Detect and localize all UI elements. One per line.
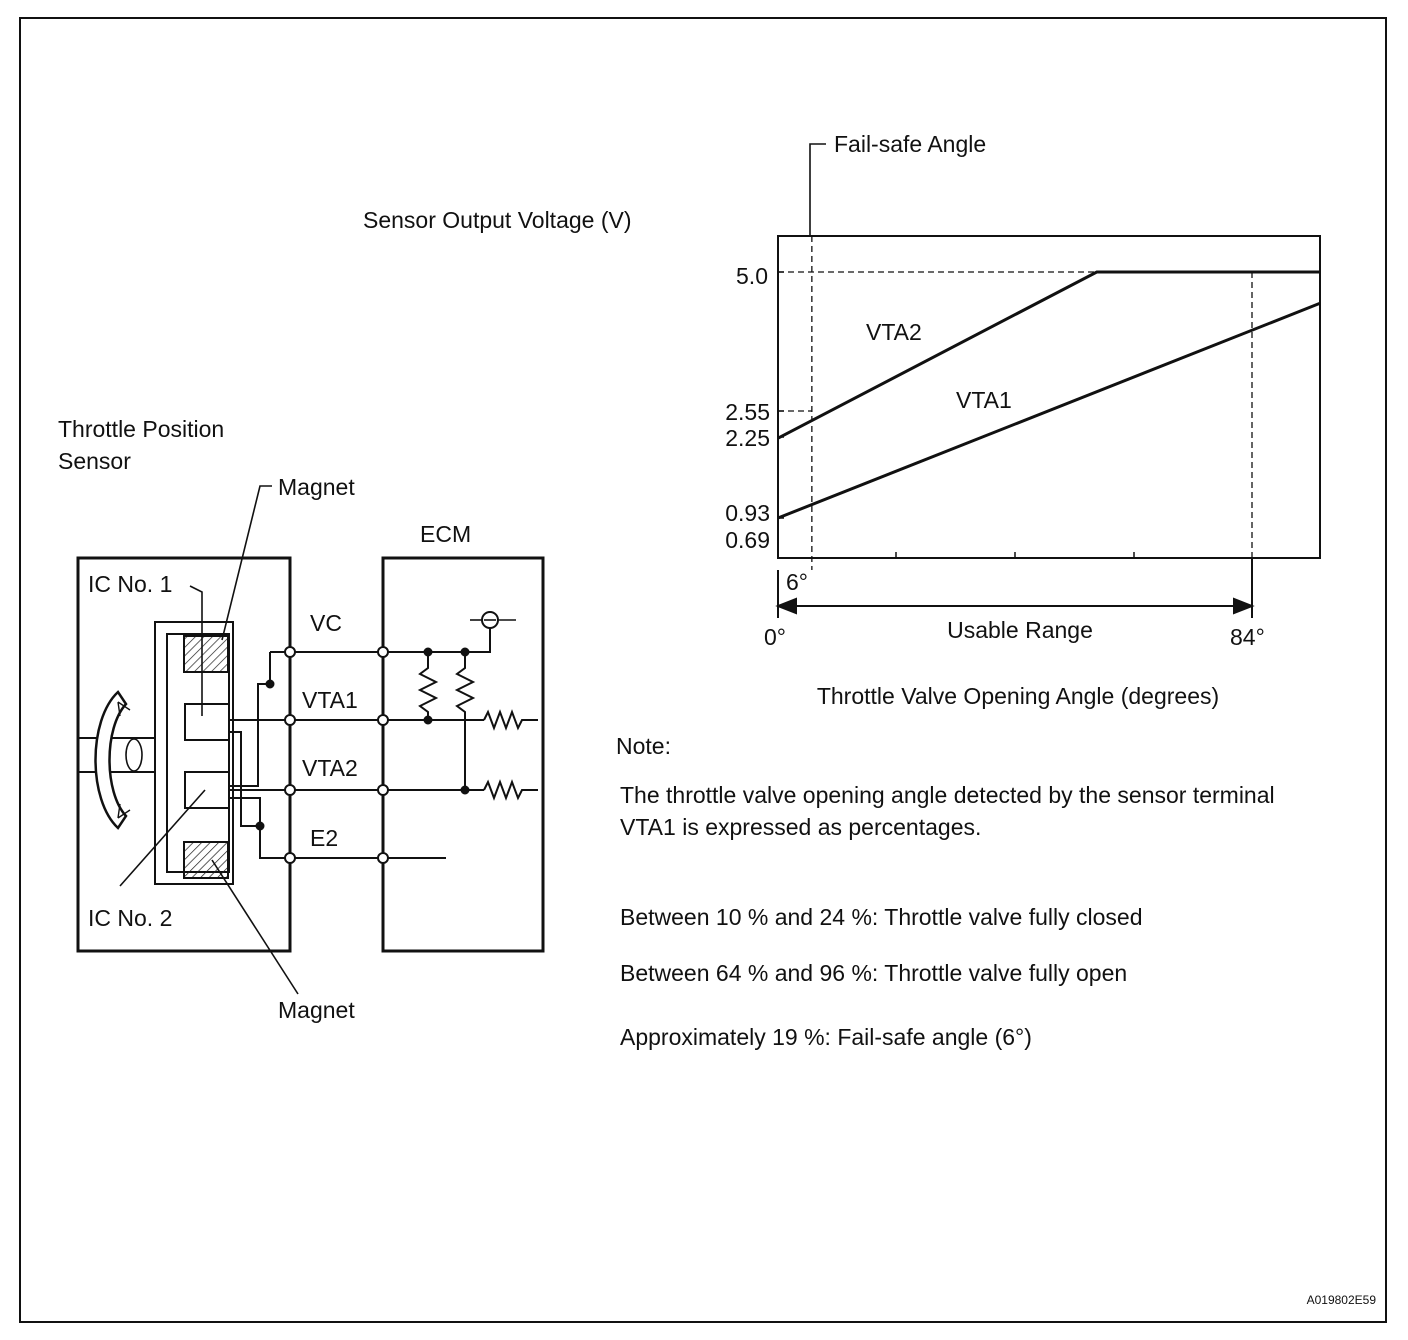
chart-guides bbox=[778, 236, 1320, 570]
series-label-vta2: VTA2 bbox=[866, 319, 922, 345]
chart-series bbox=[777, 270, 1321, 520]
sensor-title-line2: Sensor bbox=[58, 448, 131, 474]
ecm-label: ECM bbox=[420, 521, 471, 547]
y-tick-2-25: 2.25 bbox=[725, 425, 770, 451]
terminal-vta2: VTA2 bbox=[302, 755, 358, 781]
series-label-vta1: VTA1 bbox=[956, 387, 1012, 413]
usable-range-arrow bbox=[775, 558, 1255, 618]
sensor-circuit: Throttle Position Sensor ECM Magnet IC N… bbox=[58, 416, 545, 1023]
chart-ylabel: Sensor Output Voltage (V) bbox=[363, 207, 632, 233]
x-tick-0: 0° bbox=[764, 624, 786, 650]
figure-border bbox=[19, 17, 1387, 1323]
ic1-label: IC No. 1 bbox=[88, 571, 172, 597]
magnet-bottom-shape bbox=[183, 841, 229, 879]
plot-area bbox=[777, 235, 1321, 559]
sensor-housing bbox=[76, 556, 292, 953]
chart-ticks bbox=[778, 271, 1135, 558]
series-line-vta2 bbox=[777, 270, 1320, 440]
series-line-vta1 bbox=[777, 302, 1321, 520]
ic-holder-outer bbox=[154, 621, 234, 885]
ic1-chip bbox=[184, 703, 230, 741]
note-item-closed: Between 10 % and 24 %: Throttle valve fu… bbox=[620, 904, 1143, 930]
terminal-e2: E2 bbox=[310, 825, 338, 851]
magnet-bottom-label: Magnet bbox=[278, 997, 355, 1023]
note-line2: VTA1 is expressed as percentages. bbox=[620, 814, 981, 840]
ecm-box bbox=[381, 556, 545, 953]
y-tick-5-0: 5.0 bbox=[736, 263, 768, 289]
fail-safe-label: Fail-safe Angle bbox=[834, 131, 986, 157]
x-tick-6: 6° bbox=[786, 569, 808, 595]
chart-xlabel: Throttle Valve Opening Angle (degrees) bbox=[817, 683, 1219, 709]
rotation-arrow-icon bbox=[94, 690, 128, 830]
fail-safe-leader bbox=[809, 143, 826, 236]
note-item-open: Between 64 % and 96 %: Throttle valve fu… bbox=[620, 960, 1127, 986]
note-heading: Note: bbox=[616, 733, 671, 759]
x-tick-84: 84° bbox=[1230, 624, 1265, 650]
figure-code: A019802E59 bbox=[1307, 1293, 1377, 1307]
magnet-top-label: Magnet bbox=[278, 474, 355, 500]
y-tick-0-93: 0.93 bbox=[725, 500, 770, 526]
y-tick-0-69: 0.69 bbox=[725, 527, 770, 553]
y-tick-2-55: 2.55 bbox=[725, 399, 770, 425]
usable-range-label: Usable Range bbox=[947, 617, 1093, 643]
sensor-title-line1: Throttle Position bbox=[58, 416, 224, 442]
magnet-top-shape bbox=[183, 635, 229, 673]
voltage-chart: Sensor Output Voltage (V) Fail-safe Angl… bbox=[363, 131, 1321, 709]
note-item-failsafe: Approximately 19 %: Fail-safe angle (6°) bbox=[620, 1024, 1032, 1050]
note-line1: The throttle valve opening angle detecte… bbox=[620, 782, 1275, 808]
note-block: Note: The throttle valve opening angle d… bbox=[616, 733, 1275, 1050]
ic2-chip bbox=[184, 771, 230, 809]
ic2-label: IC No. 2 bbox=[88, 905, 172, 931]
terminal-vc: VC bbox=[310, 610, 342, 636]
terminal-vta1: VTA1 bbox=[302, 687, 358, 713]
